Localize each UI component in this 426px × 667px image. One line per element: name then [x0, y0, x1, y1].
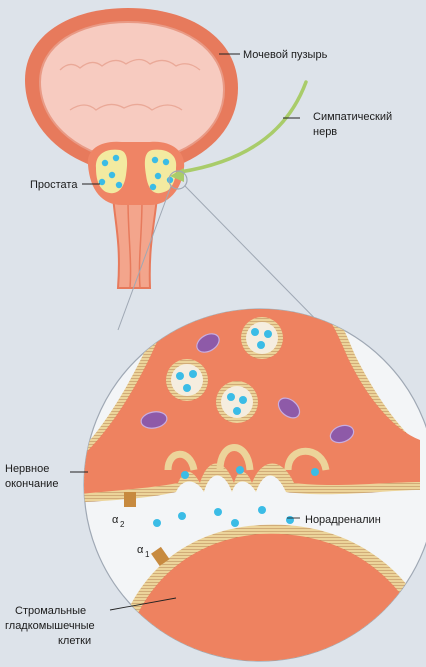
sympathetic-nerve: [178, 80, 308, 174]
zoom-source-circle: [168, 170, 188, 190]
alpha2-receptor: [124, 492, 136, 507]
stromal-leader: [109, 597, 177, 611]
prostate-vesicles: [98, 154, 174, 191]
alpha2-subscript: 2: [120, 520, 125, 529]
nerve-label-line1: Симпатический: [313, 111, 392, 123]
bladder-label: Мочевой пузырь: [243, 49, 328, 61]
terminal-folds: [164, 444, 330, 471]
urethra-lumen: [127, 199, 143, 289]
bladder-inner: [38, 20, 226, 164]
prostate-label: Простата: [30, 179, 78, 191]
alpha1-subscript: 1: [145, 550, 150, 559]
zoom-line-left: [117, 185, 172, 331]
alpha1-symbol: α: [137, 544, 144, 556]
nerve-ending-label-line2: окончание: [5, 478, 58, 490]
nerve-ending-label-line1: Нервное: [5, 463, 49, 475]
stromal-label-line1: Стромальные: [15, 605, 86, 617]
alpha1-receptor: [151, 546, 170, 566]
stromal-label-line2: гладкомышечные: [5, 620, 95, 632]
bladder-folds: [59, 58, 201, 111]
alpha2-symbol: α: [112, 514, 119, 526]
mitochondria: [140, 333, 355, 444]
nerve-label-line2: нерв: [313, 126, 337, 138]
noradrenaline-label: Норадреналин: [305, 514, 381, 526]
vesicles: [166, 317, 283, 423]
stromal-label-line3: клетки: [58, 635, 91, 647]
stromal-cell-cytoplasm: [120, 533, 420, 661]
